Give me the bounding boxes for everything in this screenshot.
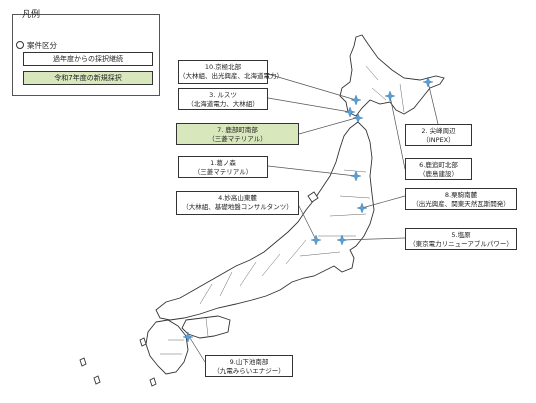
site-callout-9: 9.山下池南部 （九電みらいエナジー） — [205, 355, 293, 377]
site-callout-4: 4.妙高山東麓 （大林組、基礎地盤コンサルタンツ） — [176, 191, 299, 215]
site-operators: （INPEX） — [422, 136, 455, 144]
snowflake-star-icon — [352, 112, 364, 124]
honshu-island — [155, 121, 375, 321]
site-callout-8: 8.栗駒南麓 （出光興産、関東天然瓦斯開発） — [405, 188, 517, 210]
site-operators: （大林組、出光興産、北海道電力） — [179, 72, 283, 80]
site-callout-6: 6.鹿追町北部 （鹿島建設） — [405, 158, 472, 180]
legend-box — [12, 14, 160, 96]
site-label: 2. 尖峰周辺 — [421, 127, 456, 135]
site-callout-1: 1.葛ノ森 （三菱マテリアル） — [178, 156, 268, 178]
site-operators: （東京電力リニューアブルパワー） — [409, 240, 513, 248]
sado-island — [307, 191, 319, 203]
leader-lines — [189, 73, 439, 363]
site-label: 1.葛ノ森 — [210, 159, 236, 167]
site-callout-3: 3. ルスツ （北海道電力、大林組） — [178, 88, 268, 110]
snowflake-star-icon — [336, 234, 348, 246]
site-operators: （三菱マテリアル） — [208, 135, 267, 143]
site-label: 3. ルスツ — [209, 91, 237, 99]
site-operators: （三菱マテリアル） — [193, 168, 253, 176]
shikoku-island — [181, 315, 231, 339]
snowflake-star-icon — [344, 106, 356, 118]
site-callout-2: 2. 尖峰周辺 （INPEX） — [405, 124, 472, 146]
map-land — [79, 34, 445, 387]
site-label: 6.鹿追町北部 — [419, 161, 458, 169]
prefecture-borders — [160, 65, 405, 355]
site-label: 4.妙高山東麓 — [218, 194, 257, 202]
snowflake-star-icon — [350, 94, 362, 106]
snowflake-star-icon — [310, 234, 322, 246]
site-label: 9.山下池南部 — [229, 358, 269, 366]
site-callout-5: 5.塩原 （東京電力リニューアブルパワー） — [405, 228, 517, 250]
snowflake-star-icon — [350, 170, 362, 182]
site-markers — [182, 76, 434, 343]
hokkaido-island — [339, 34, 445, 117]
legend-continued: 過年度からの採択継続 — [23, 52, 153, 66]
site-operators: （大林組、基礎地盤コンサルタンツ） — [182, 203, 293, 211]
legend-subtitle-text: 案件区分 — [27, 41, 57, 50]
legend-title: 凡例 — [22, 10, 41, 20]
site-label: 10.京極北部 — [204, 63, 242, 71]
snowflake-star-icon — [356, 202, 368, 214]
site-operators: （出光興産、関東天然瓦斯開発） — [412, 200, 510, 208]
southern-islands — [79, 337, 157, 387]
legend-new: 令和7年度の新規採択 — [23, 71, 153, 85]
site-callout-10: 10.京極北部 （大林組、出光興産、北海道電力） — [178, 60, 283, 84]
circle-icon — [16, 41, 24, 49]
site-operators: （九電みらいエナジー） — [213, 367, 285, 375]
legend-subtitle: 案件区分 — [16, 40, 57, 51]
site-label: 8.栗駒南麓 — [444, 191, 478, 199]
site-operators: （鹿島建設） — [419, 170, 458, 178]
site-callout-7: 7. 鹿部町南部 （三菱マテリアル） — [176, 123, 299, 145]
snowflake-star-icon — [182, 331, 194, 343]
snowflake-star-icon — [384, 90, 396, 102]
site-label: 5.塩原 — [451, 231, 471, 239]
site-label: 7. 鹿部町南部 — [217, 126, 258, 134]
site-operators: （北海道電力、大林組） — [187, 100, 259, 108]
snowflake-star-icon — [422, 76, 434, 88]
